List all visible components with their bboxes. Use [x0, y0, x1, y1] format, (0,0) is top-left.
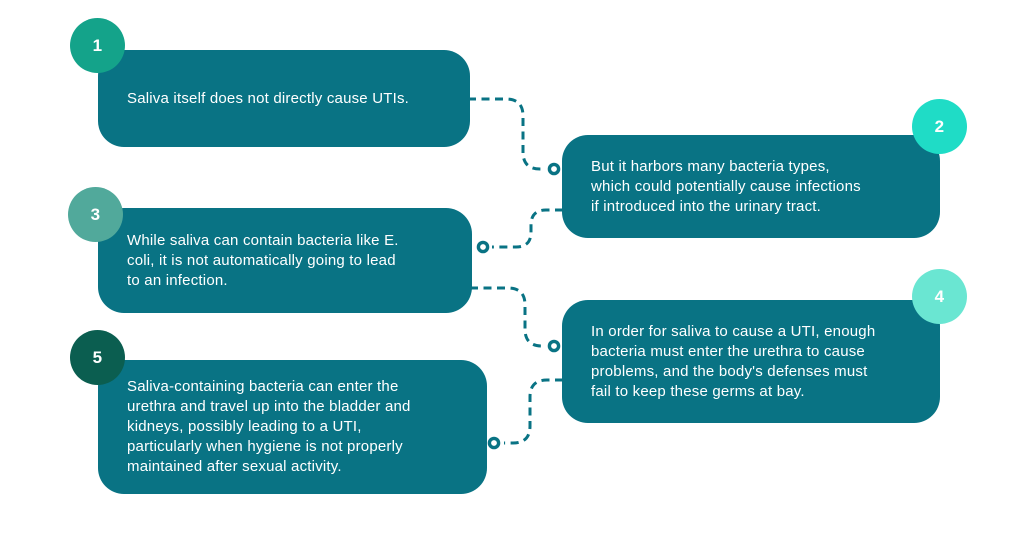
- step-1-box: Saliva itself does not directly cause UT…: [98, 50, 470, 147]
- step-4-text: In order for saliva to cause a UTI, enou…: [591, 322, 876, 400]
- connector-step2-to-step3: [492, 208, 563, 249]
- step-5-number-badge: 5: [70, 330, 125, 385]
- step-4-number-badge: 4: [912, 269, 967, 324]
- connector-endpoint-step2: [547, 162, 561, 176]
- connector-endpoint-step5: [487, 436, 501, 450]
- connector-endpoint-step4: [547, 339, 561, 353]
- step-2-text: But it harbors many bacteria types, whic…: [591, 157, 861, 215]
- step-1-text: Saliva itself does not directly cause UT…: [127, 89, 410, 107]
- step-5-box: Saliva-containing bacteria can enter the…: [98, 360, 487, 494]
- step-3-number-badge: 3: [68, 187, 123, 242]
- step-1-number-badge: 1: [70, 18, 125, 73]
- step-2-number-badge: 2: [912, 99, 967, 154]
- step-3-text: While saliva can contain bacteria like E…: [127, 231, 399, 289]
- connector-step1-to-step2: [468, 97, 544, 171]
- step-3-box: While saliva can contain bacteria like E…: [98, 208, 472, 313]
- step-4-box: In order for saliva to cause a UTI, enou…: [562, 300, 940, 423]
- connector-step4-to-step5: [504, 378, 563, 445]
- step-5-text: Saliva-containing bacteria can enter the…: [127, 378, 411, 475]
- connector-endpoint-step3: [476, 240, 490, 254]
- connector-step3-to-step4: [470, 286, 545, 348]
- step-2-box: But it harbors many bacteria types, whic…: [562, 135, 940, 238]
